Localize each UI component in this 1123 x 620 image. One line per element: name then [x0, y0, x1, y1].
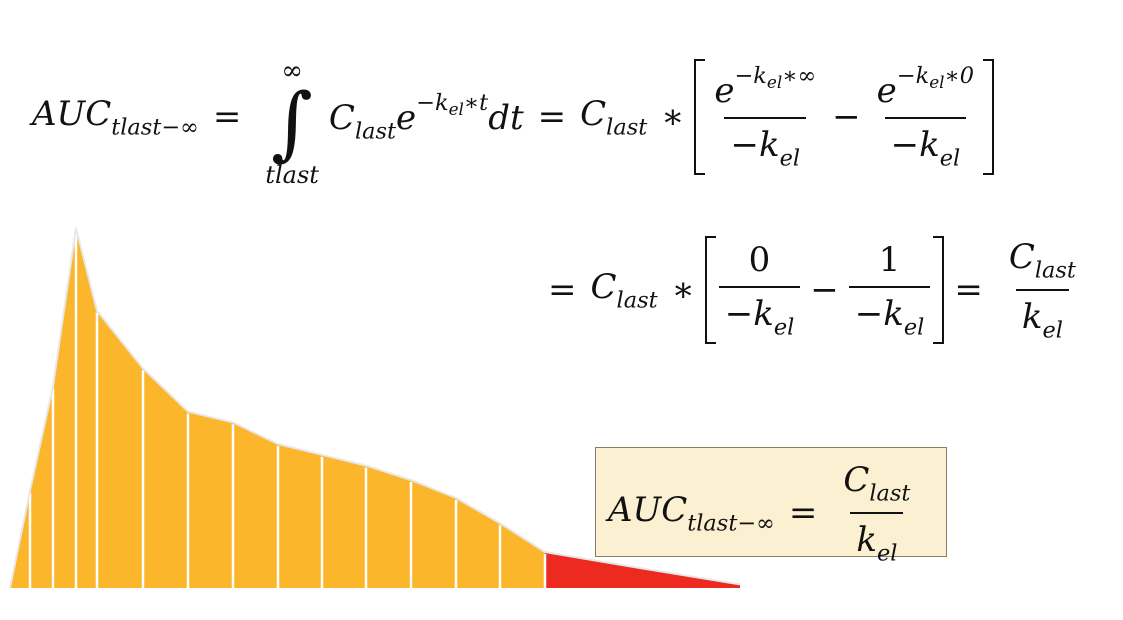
- equals-sign: =: [537, 97, 567, 137]
- c-last-factor: Clast: [580, 93, 648, 141]
- auc-lhs: AUCtlast−∞: [32, 93, 199, 141]
- trapezoid-segment: [97, 310, 143, 588]
- fraction-zero-over-kel: 0 −kel: [718, 240, 801, 340]
- result-fraction: Clast kel: [843, 460, 911, 567]
- fraction-infinity: e−kel∗∞ −kel: [714, 62, 817, 172]
- times-sign: ∗: [671, 270, 695, 311]
- trapezoid-segment: [233, 422, 278, 588]
- trapezoid-segment: [411, 480, 456, 588]
- trapezoid-segment: [322, 454, 366, 588]
- equals-sign: =: [548, 270, 577, 311]
- equation-2: = Clast ∗ 0 −kel − 1 −kel = Clast kel: [548, 236, 1088, 345]
- trapezoid-layer: [10, 228, 545, 588]
- trapezoid-segment: [366, 465, 411, 588]
- auc-curve-chart: [9, 227, 741, 589]
- segment-lines-layer: [9, 227, 741, 589]
- result-fraction: Clast kel: [1008, 236, 1076, 344]
- extrapolated-segment: [545, 552, 630, 588]
- trapezoid-segment: [30, 386, 53, 588]
- trapezoid-segment: [143, 368, 188, 588]
- equals-sign: =: [788, 493, 818, 534]
- auc-lhs: AUCtlast−∞: [608, 490, 775, 537]
- trapezoid-segment: [76, 228, 97, 588]
- integral-upper-limit: ∞: [281, 56, 303, 86]
- trapezoid-segment: [278, 444, 322, 588]
- integral-sign: ∫: [271, 76, 313, 169]
- minus-sign: −: [810, 270, 839, 311]
- integral: ∞ ∫ tlast: [265, 58, 319, 188]
- fraction-one-over-kel: 1 −kel: [848, 240, 931, 340]
- integrand: Claste−kel∗tdt: [328, 89, 524, 145]
- result-box: AUCtlast−∞ = Clast kel: [595, 447, 947, 567]
- trapezoid-segment: [188, 411, 233, 588]
- curve-outline: [9, 227, 741, 589]
- trapezoid-segment: [53, 228, 76, 588]
- equals-sign: =: [954, 270, 983, 311]
- bracket-expression: e−kel∗∞ −kel − e−kel∗0 −kel: [694, 58, 994, 176]
- trapezoid-segment: [456, 498, 500, 588]
- equation-1: AUCtlast−∞ = ∞ ∫ tlast Claste−kel∗tdt = …: [32, 52, 994, 188]
- trapezoid-segment: [500, 523, 545, 588]
- fraction-zero: e−kel∗0 −kel: [876, 62, 975, 172]
- result-equation: AUCtlast−∞ = Clast kel: [608, 460, 922, 567]
- bracket-expression: 0 −kel − 1 −kel: [704, 236, 944, 345]
- equals-sign: =: [212, 97, 242, 137]
- integral-lower-limit: tlast: [265, 161, 319, 189]
- minus-sign: −: [832, 96, 861, 137]
- times-sign: ∗: [661, 97, 685, 137]
- c-last-factor: Clast: [590, 267, 658, 314]
